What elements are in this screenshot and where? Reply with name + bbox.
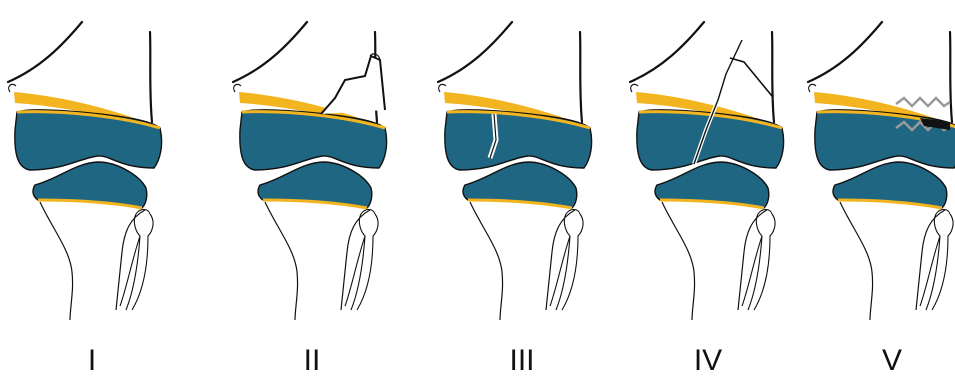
panel-type-v	[808, 22, 955, 320]
panel-label-i: I	[52, 346, 132, 376]
fracture-line	[321, 56, 385, 114]
panel-label-ii: II	[272, 346, 352, 376]
panel-label-v: V	[852, 346, 932, 376]
panel-type-iii	[438, 22, 592, 320]
crush-zone	[896, 98, 950, 106]
panel-label-iv: IV	[668, 346, 748, 376]
panel-label-iii: III	[482, 346, 562, 376]
panel-type-ii	[233, 22, 387, 320]
panel-type-iv	[630, 22, 784, 320]
panel-type-i	[8, 22, 162, 320]
